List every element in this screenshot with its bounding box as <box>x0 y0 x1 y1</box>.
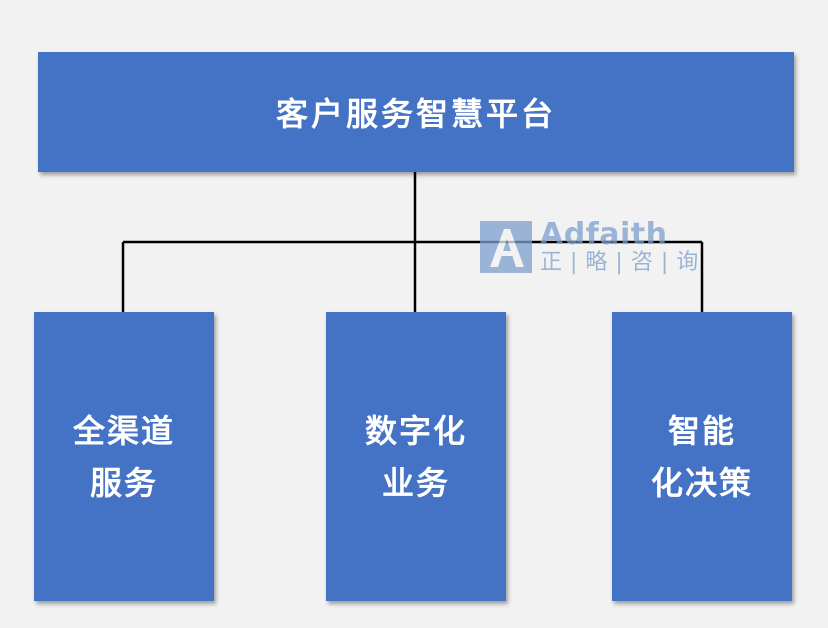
watermark-english: Adfaith <box>540 217 668 252</box>
child-node-label: 服务 <box>89 463 158 502</box>
child-node-intelligent-decision: 智能 化决策 <box>612 312 792 601</box>
child-node-omnichannel: 全渠道 服务 <box>34 312 214 601</box>
root-node-label: 客户服务智慧平台 <box>275 95 556 133</box>
watermark: Adfaith 正|略|咨|询 <box>480 220 706 274</box>
child-node-label: 智能 <box>667 411 736 450</box>
child-node-label: 全渠道 <box>72 411 175 450</box>
watermark-chinese: 正|略|咨|询 <box>540 250 707 275</box>
child-node-label: 数字化 <box>364 411 467 450</box>
root-node: 客户服务智慧平台 <box>38 52 794 172</box>
child-node-digital-business: 数字化 业务 <box>326 312 506 601</box>
adfaith-logo-icon <box>480 221 532 273</box>
child-node-label: 业务 <box>381 463 450 502</box>
child-node-label: 化决策 <box>650 463 753 502</box>
